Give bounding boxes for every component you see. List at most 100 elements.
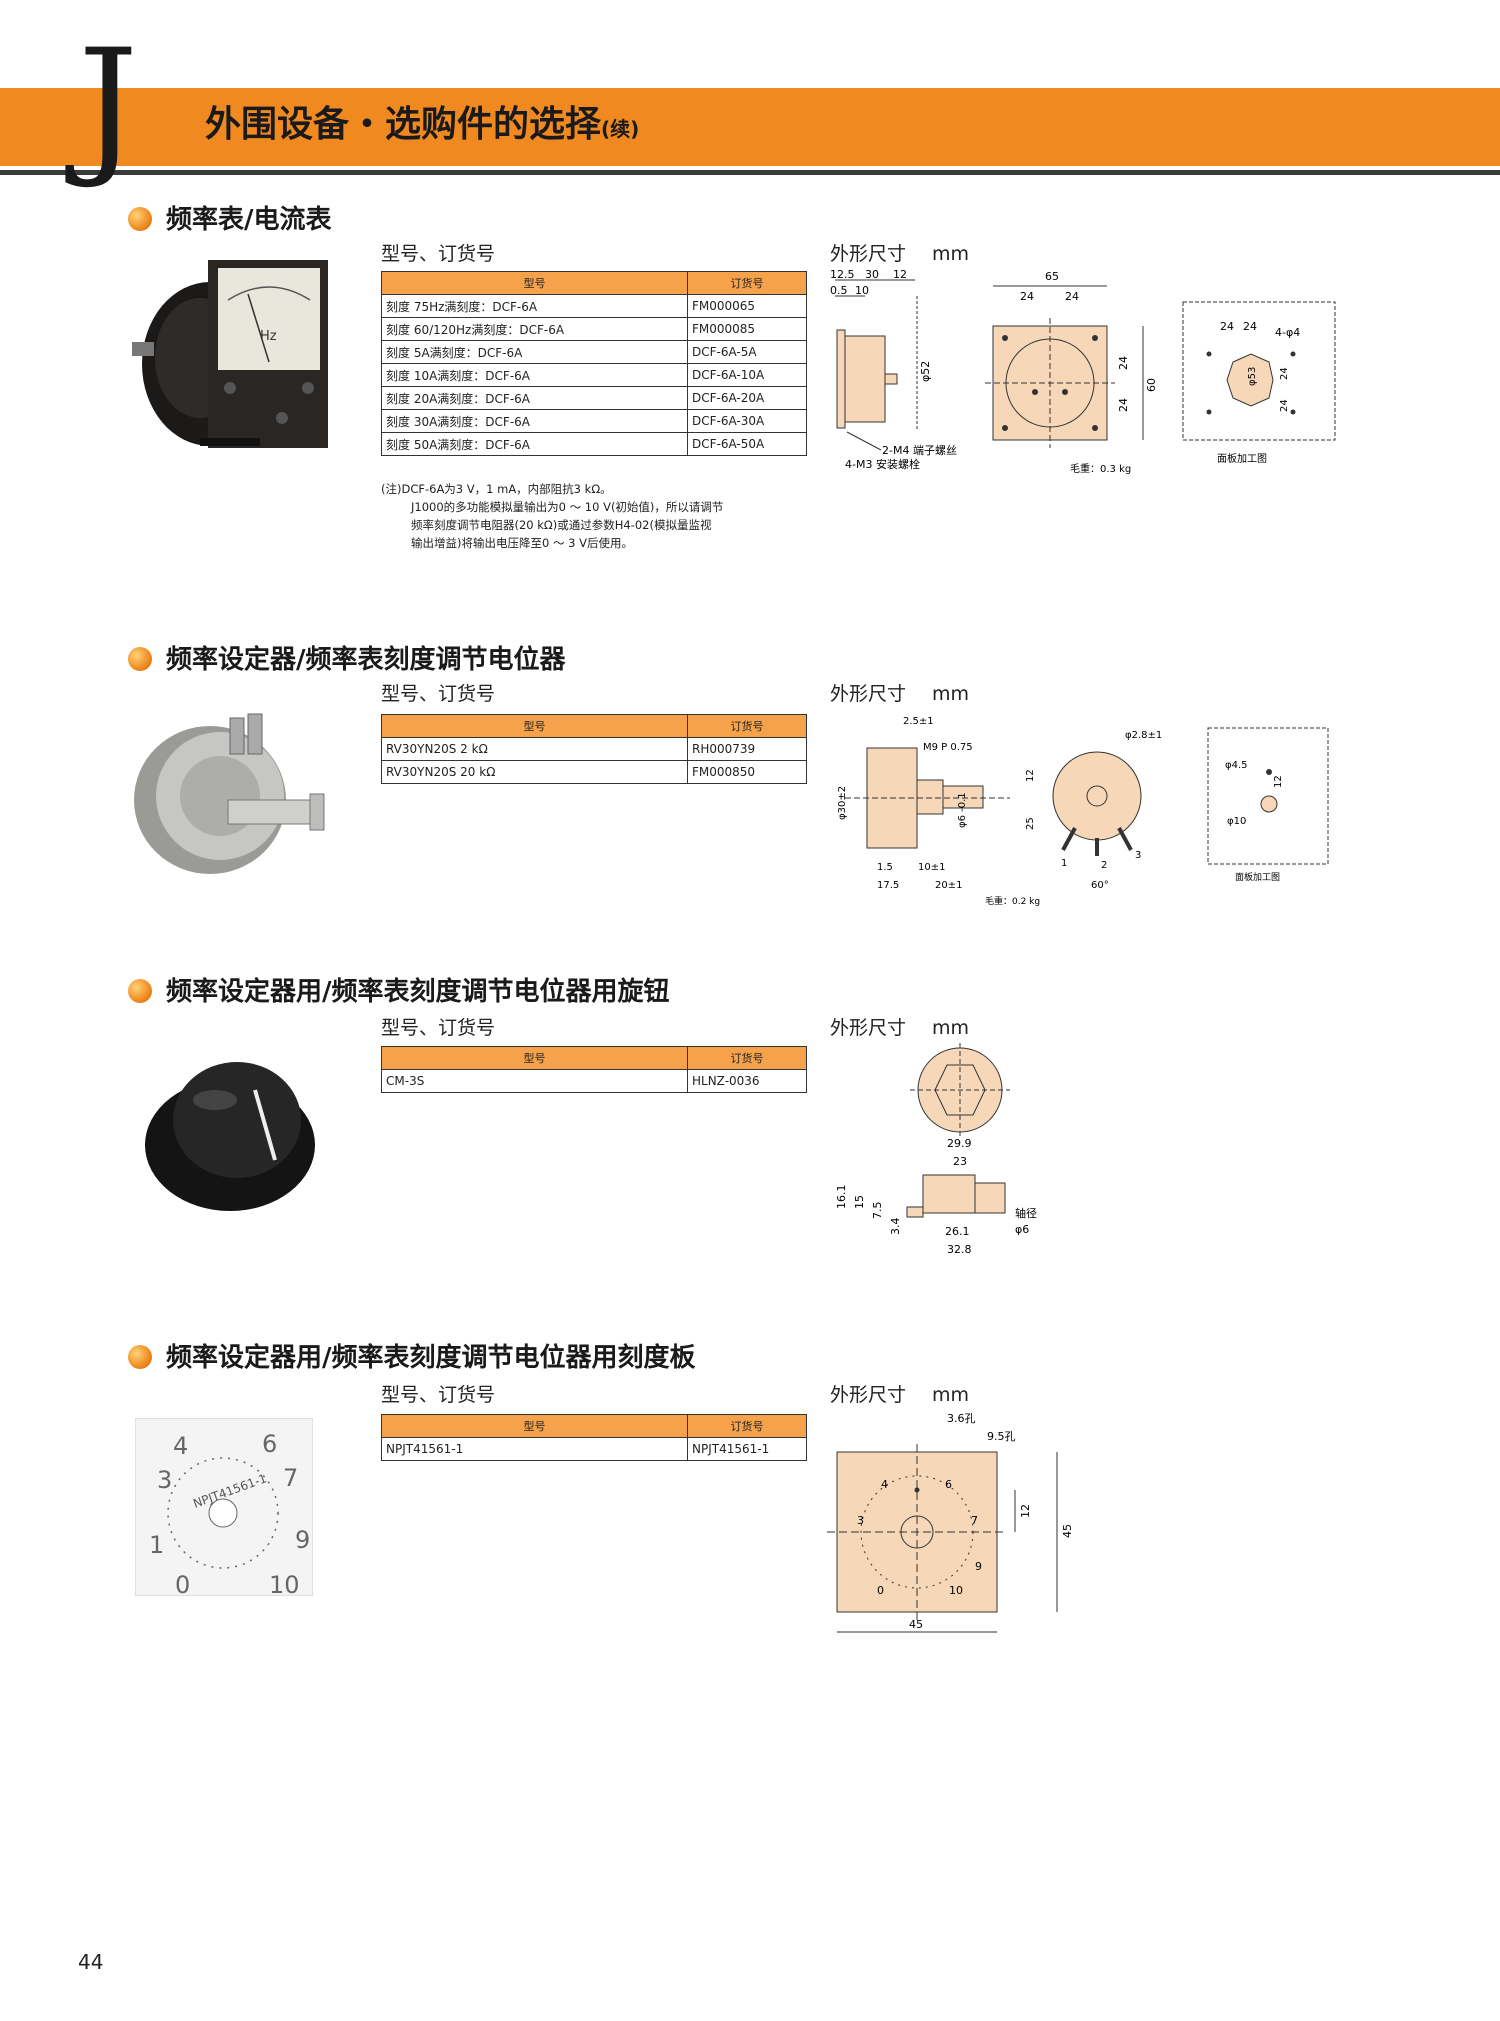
- svg-text:6: 6: [262, 1430, 277, 1458]
- svg-text:φ6: φ6: [1015, 1223, 1029, 1236]
- page-number: 44: [78, 1950, 104, 1974]
- svg-text:面板加工图: 面板加工图: [1217, 452, 1267, 465]
- svg-text:24: 24: [1279, 367, 1290, 380]
- column-header-order: 订货号: [687, 1414, 807, 1438]
- bullet-icon: [128, 647, 152, 671]
- svg-text:3.4: 3.4: [889, 1218, 902, 1236]
- svg-text:24: 24: [1117, 356, 1130, 370]
- header-rule: [0, 170, 1500, 175]
- svg-text:φ4.5: φ4.5: [1225, 760, 1248, 771]
- svg-text:3: 3: [857, 1514, 864, 1527]
- meter-dimension-drawing: 12.5 30 12 0.5 10 φ52 2-M4 端子螺丝 4-M3 安装螺…: [830, 268, 1336, 475]
- column-header-model: 型号: [381, 1414, 688, 1438]
- page-title-text: 外围设备・选购件的选择: [205, 104, 602, 145]
- model-label: 型号、订货号: [381, 243, 496, 265]
- svg-text:10: 10: [269, 1571, 300, 1596]
- svg-text:12.5: 12.5: [830, 268, 855, 281]
- dial-plate-photo: 0 1 3 4 6 7 9 10 NPJT41561-1: [135, 1418, 313, 1596]
- svg-text:2.5±1: 2.5±1: [903, 716, 934, 727]
- svg-text:25: 25: [1025, 817, 1036, 830]
- svg-text:φ53: φ53: [1247, 367, 1258, 386]
- svg-text:毛重：0.3 kg: 毛重：0.3 kg: [1070, 462, 1131, 475]
- svg-text:10: 10: [855, 284, 869, 297]
- svg-text:12: 12: [1019, 1504, 1032, 1518]
- dial-plate-dimension-drawing: 3.6孔 9.5孔 0 3 4 6 7 9 10 12 45 45: [827, 1412, 1074, 1633]
- svg-text:7.5: 7.5: [871, 1202, 884, 1220]
- svg-text:1.5: 1.5: [877, 862, 893, 873]
- svg-text:60°: 60°: [1091, 880, 1109, 891]
- bullet-icon: [128, 207, 152, 231]
- model-label: 型号、订货号: [381, 1017, 496, 1039]
- svg-text:15: 15: [853, 1195, 866, 1209]
- column-header-model: 型号: [381, 271, 688, 295]
- svg-text:17.5: 17.5: [877, 880, 899, 891]
- svg-text:3: 3: [1135, 850, 1141, 861]
- svg-text:3: 3: [157, 1466, 172, 1494]
- svg-text:0: 0: [175, 1571, 190, 1596]
- svg-text:12: 12: [1025, 769, 1036, 782]
- svg-text:29.9: 29.9: [947, 1137, 972, 1150]
- column-header-order: 订货号: [687, 1046, 807, 1070]
- svg-text:7: 7: [283, 1464, 298, 1492]
- svg-text:7: 7: [971, 1514, 978, 1527]
- svg-text:60: 60: [1145, 378, 1158, 392]
- svg-text:9: 9: [295, 1526, 310, 1554]
- knob-photo: [145, 1062, 315, 1211]
- svg-text:4-φ4: 4-φ4: [1275, 326, 1300, 339]
- svg-text:0: 0: [877, 1584, 884, 1597]
- column-header-order: 订货号: [687, 714, 807, 738]
- svg-text:12: 12: [1273, 775, 1284, 788]
- svg-text:φ52: φ52: [919, 361, 932, 382]
- svg-text:4-M3 安装螺栓: 4-M3 安装螺栓: [845, 457, 920, 471]
- svg-text:32.8: 32.8: [947, 1243, 972, 1256]
- svg-text:3.6孔: 3.6孔: [947, 1412, 976, 1425]
- model-label: 型号、订货号: [381, 683, 496, 705]
- svg-text:φ30±2: φ30±2: [837, 786, 848, 820]
- svg-text:φ10: φ10: [1227, 816, 1246, 827]
- section-heading-potentiometer: 频率设定器/频率表刻度调节电位器: [128, 644, 566, 676]
- section-heading-meter: 频率表/电流表: [128, 204, 332, 236]
- svg-text:9: 9: [975, 1560, 982, 1573]
- svg-text:20±1: 20±1: [935, 880, 962, 891]
- model-label: 型号、订货号: [381, 1384, 496, 1406]
- svg-text:1: 1: [1061, 858, 1067, 869]
- svg-text:4: 4: [881, 1478, 888, 1491]
- bullet-icon: [128, 979, 152, 1003]
- svg-text:1: 1: [149, 1531, 164, 1559]
- potentiometer-photo: [134, 713, 325, 874]
- svg-text:φ2.8±1: φ2.8±1: [1125, 730, 1162, 741]
- potentiometer-dimension-drawing: 2.5±1 M9 P 0.75 φ30±2 φ6 -0.1 1.5 10±1 1…: [837, 716, 1329, 907]
- svg-text:45: 45: [909, 1618, 923, 1631]
- svg-text:24: 24: [1117, 398, 1130, 412]
- svg-text:24: 24: [1065, 290, 1079, 303]
- bullet-icon: [128, 1345, 152, 1369]
- meter-photo: Hz: [132, 260, 328, 448]
- chapter-letter: J: [78, 18, 139, 192]
- svg-text:4: 4: [173, 1432, 188, 1460]
- svg-text:毛重：0.2 kg: 毛重：0.2 kg: [985, 895, 1040, 907]
- svg-text:φ6 -0.1: φ6 -0.1: [957, 792, 968, 828]
- svg-text:2-M4 端子螺丝: 2-M4 端子螺丝: [882, 444, 957, 457]
- svg-text:2: 2: [1101, 860, 1107, 871]
- svg-text:23: 23: [953, 1155, 967, 1168]
- section-heading-knob: 频率设定器用/频率表刻度调节电位器用旋钮: [128, 976, 670, 1008]
- page-title: 外围设备・选购件的选择(续): [205, 100, 639, 154]
- svg-text:45: 45: [1061, 1524, 1074, 1538]
- svg-text:24: 24: [1020, 290, 1034, 303]
- svg-text:24: 24: [1279, 399, 1290, 412]
- svg-text:10±1: 10±1: [918, 862, 945, 873]
- svg-text:16.1: 16.1: [835, 1185, 848, 1210]
